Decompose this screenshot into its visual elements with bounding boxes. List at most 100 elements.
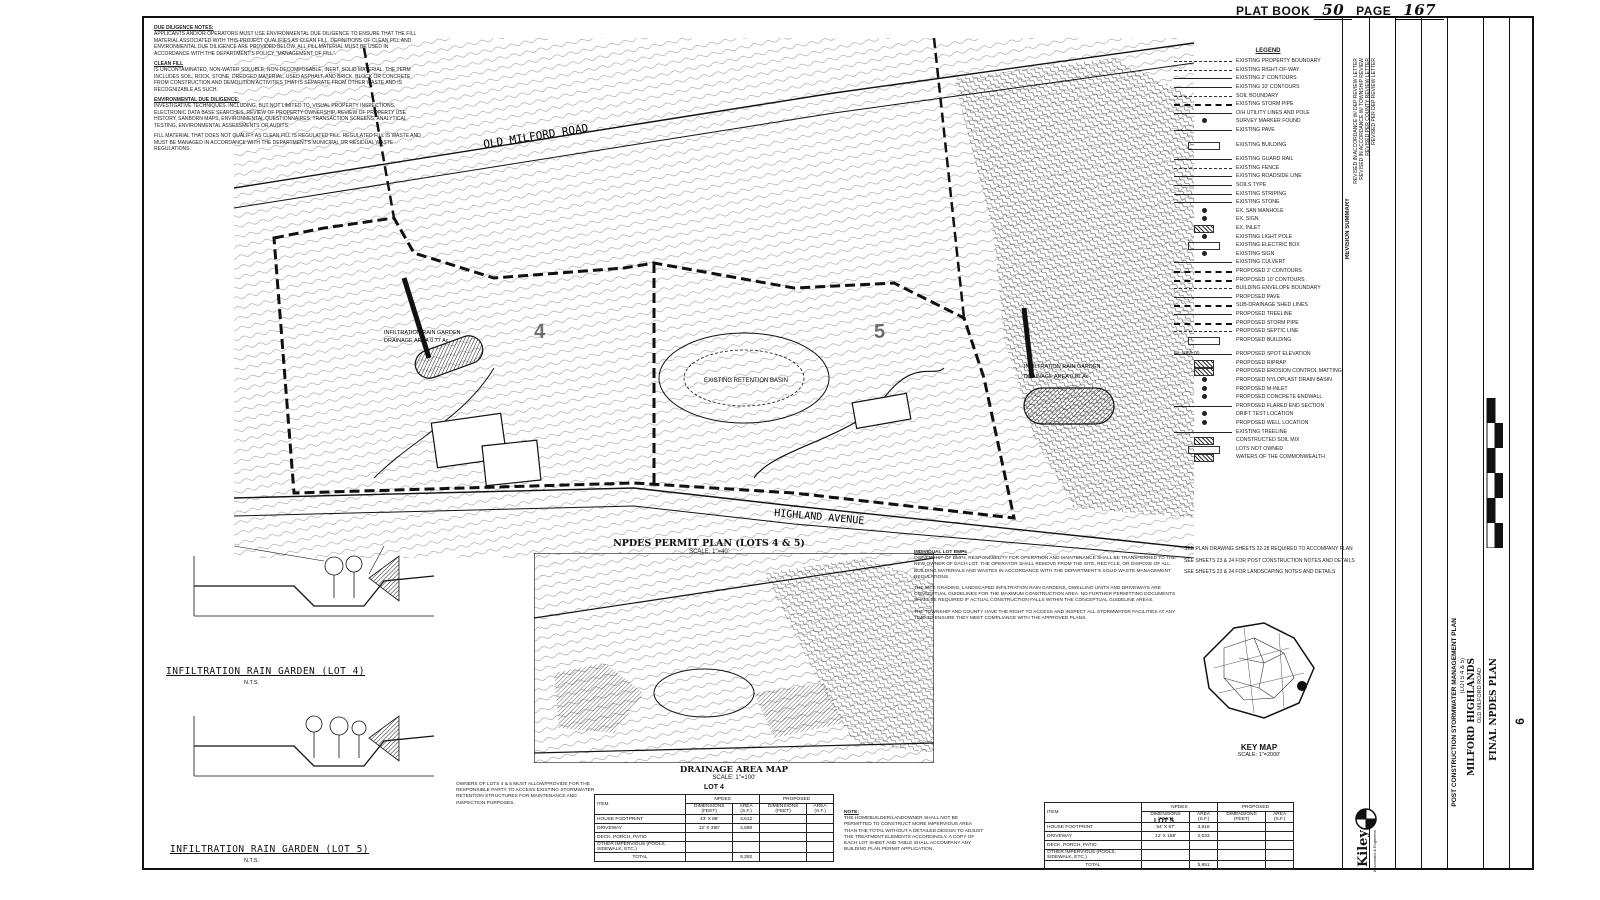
legend-item: EXISTING BUILDING [1174,140,1362,150]
lot4-table: ITEM NPDES PROPOSED DIMENSIONS (FEET) AR… [593,794,834,862]
legend-item: WATERS OF THE COMMONWEALTH [1174,453,1362,463]
drainage-road-top [534,557,934,619]
kiley-name: Kiley [1356,830,1371,868]
owners-note: OWNERS OF LOTS 4 & 5 MUST ALLOW/PROVIDE … [456,782,595,806]
legend-item: SOILS TYPE [1174,181,1362,190]
key-map-scale: SCALE: 1"=2000' [1237,752,1281,758]
title-block: REVISION SUMMARY REVISED IN ACCORDANCE W… [1342,18,1534,868]
legend-item: LOTS NOT OWNED [1174,445,1362,454]
drainage-steep-area [764,558,934,753]
legend-item: EXISTING ROADSIDE LINE [1174,172,1362,181]
plat-book-number: 50 [1314,1,1353,20]
rain-garden-4-nts: N.T.S. [244,680,259,686]
drawing-scale-bar [1486,398,1503,548]
highland-avenue [234,487,1194,549]
rain-garden-5-nts: N.T.S. [244,858,259,864]
note-label: NOTE: [844,810,859,815]
npdes-plan-caption: NPDES PERMIT PLAN (LOTS 4 & 5) SCALE: 1"… [594,538,824,555]
legend-item: EX. INLET [1174,224,1362,233]
legend-item: PROPOSED STORM PIPE [1174,318,1362,327]
legend-item: EXISTING SIGN [1174,249,1362,258]
plat-page-number: 167 [1395,1,1445,20]
note-block: NOTE: THE HOMEBUILDER/LANDOWNER SHALL NO… [844,810,984,853]
table-row: DECK, PORCH, PATIO [593,832,834,842]
site-location-marker [1297,681,1307,691]
lot5-col-area1: AREA (S.F.) [1189,811,1218,823]
legend-item: DRIFT TEST LOCATION [1174,410,1362,419]
key-map: KEY MAP SCALE: 1"=2000' [1194,608,1324,758]
legend-item: PROPOSED EROSION CONTROL MATTING [1174,367,1362,377]
property-line-east [932,38,966,319]
table-row: DECK, PORCH, PATIO [1044,840,1294,850]
kiley-sub: Associates & Engineers [1372,830,1377,873]
lot4-col-dim1: DIMENSIONS (FEET) [685,803,734,815]
legend-item: PROPOSED BUILDING [1174,335,1362,345]
ops-heading: INDIVIDUAL LOT BMPs [914,550,967,555]
legend-item: EXISTING 10' CONTOURS [1174,83,1362,92]
rain-garden-5-section [193,715,435,777]
ops-text-2: THE SITE GRADING, LANDSCAPED INFILTRATIO… [914,586,1176,604]
legend-item: SOIL BOUNDARY [1174,91,1362,100]
lot4-number: 4 [534,321,546,343]
legend-item: EX. SIGN [1174,215,1362,224]
env-heading: ENVIRONMENTAL DUE DILIGENCE: [154,97,240,104]
legend-item: PROPOSED M-INLET [1174,384,1362,393]
legend-item: PROPOSED PAVE [1174,292,1362,301]
lot5-rain-garden [1023,387,1115,425]
legend-item: EX. SAN MANHOLE [1174,207,1362,216]
plat-page-label: PAGE [1356,4,1392,18]
drainage-lot4-area [554,663,644,733]
legend-item: EXISTING FENCE [1174,164,1362,173]
lot4-group-npdes: NPDES [685,794,761,804]
legend-item: BUILDING ENVELOPE BOUNDARY [1174,284,1362,293]
legend-item: EXISTING STRIPING [1174,189,1362,198]
plat-book-stamp: PLAT BOOK 50 PAGE 167 [1236,1,1445,20]
legend-item: PROPOSED 2' CONTOURS [1174,267,1362,276]
lot5-col-dim1: DIMENSIONS (FEET) [1140,811,1191,823]
revision-title: REVISION SUMMARY [1345,198,1351,260]
lot5-outfall [1021,307,1035,379]
drainage-area-label-1: DRAINAGE AREA 0.77 Ac [384,338,449,344]
legend-item: O/H UTILITY LINES AND POLE [1174,109,1362,118]
revision-4: REVISED PER DEP REVIEW LETTER [1371,58,1377,145]
side-note-2: SEE SHEETS 23 & 24 FOR POST CONSTRUCTION… [1184,557,1355,564]
drainage-map-scale: SCALE: 1"=100' [712,775,756,781]
legend-item: PROPOSED WELL LOCATION [1174,419,1362,428]
lot4-col-area2: AREA (S.F.) [806,803,834,815]
project-lots: (LOTS 4 & 5) [1460,658,1466,694]
drainage-area-map [534,553,934,763]
drainage-map-title: DRAINAGE AREA MAP [679,765,789,775]
kiley-logo-mark [1355,808,1377,830]
note-text: THE HOMEBUILDER/LANDOWNER SHALL NOT BE P… [844,816,984,853]
legend-item: EXISTING PROPERTY BOUNDARY [1174,57,1362,66]
rain-garden-5-title: INFILTRATION RAIN GARDEN (LOT 5) [170,844,370,855]
kiley-logo: Kiley Associates & Engineers [1352,808,1380,872]
ops-text-1: OWNERSHIP OF BMPs, RESPONSIBILITY FOR OP… [914,556,1176,580]
lot5-table: ITEM NPDES PROPOSED DIMENSIONS (FEET) AR… [1044,802,1295,870]
drawing-sheet: DUE DILIGENCE NOTES: APPLICANTS AND/OR O… [142,16,1534,872]
legend-item: SUB-DRAINAGE SHED LINES [1174,301,1362,310]
lot4-outfall [401,277,432,359]
legend-item: PROPOSED NYLOPLAST DRAIN BASIN [1174,376,1362,385]
legend-item: EXISTING ELECTRIC BOX [1174,241,1362,251]
legend-item: PROPOSED RIPRAP [1174,359,1362,368]
legend-item: EXISTING STONE [1174,198,1362,207]
lot4-col-dim2: DIMENSIONS (FEET) [759,803,808,815]
legend-item: EXISTING STORM PIPE [1174,100,1362,109]
legend-item: EXISTING RIGHT-OF-WAY [1174,66,1362,75]
legend-item: EXISTING CULVERT [1174,258,1362,267]
lot5-col-area2: AREA (S.F.) [1265,811,1294,823]
lot5-group-proposed: PROPOSED [1216,802,1295,812]
lot4-septic [481,439,542,487]
project-road: OLD MILFORD ROAD [1477,668,1483,724]
retention-basin-inner [683,349,805,407]
lot-boundary [272,216,1016,520]
legend-item: EXISTING LIGHT POLE [1174,232,1362,241]
steep-slope [954,58,1194,518]
rain-garden-4-title: INFILTRATION RAIN GARDEN (LOT 4) [166,666,366,677]
sheet-number: 6 [1513,718,1527,725]
legend-item: SURVEY MARKER FOUND [1174,117,1362,126]
